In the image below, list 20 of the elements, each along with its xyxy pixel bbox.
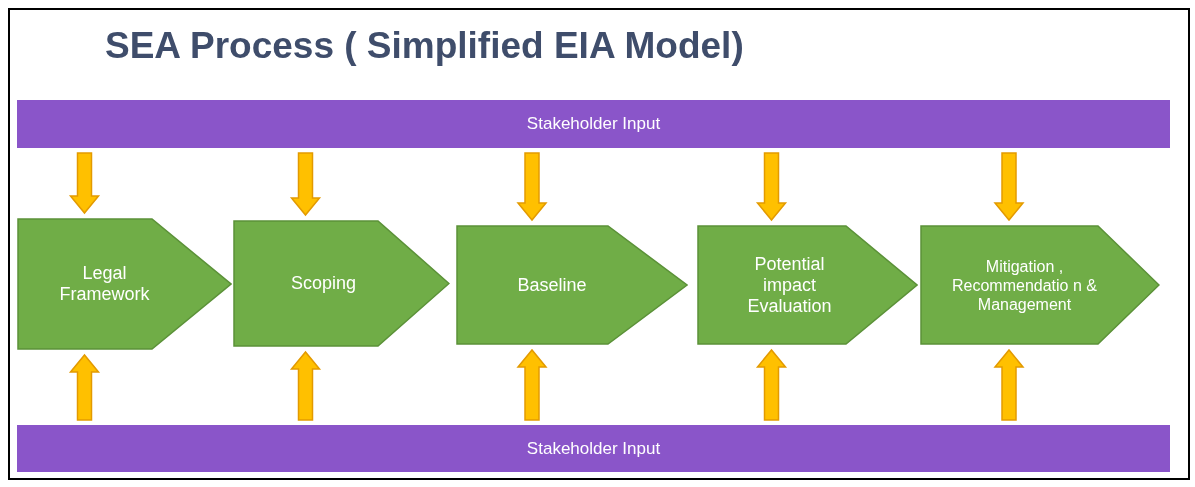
block-arrow [755, 348, 788, 421]
step-label: Mitigation , Recommendatio n & Management [951, 256, 1098, 314]
step-label: Potential impact Evaluation [746, 253, 833, 317]
block-arrow [993, 152, 1025, 222]
bar-label: Stakeholder Input [526, 113, 661, 136]
stakeholder-bar [17, 425, 1170, 472]
block-arrow [993, 348, 1025, 421]
bar-label: Stakeholder Input [526, 437, 661, 460]
block-arrow [289, 350, 322, 421]
block-arrow [289, 152, 322, 217]
step-label: Legal Framework [58, 263, 151, 305]
stakeholder-bar [17, 100, 1170, 148]
step-label: Scoping [290, 273, 357, 294]
block-arrow [755, 152, 788, 222]
title: SEA Process ( Simplified EIA Model) [105, 24, 744, 68]
block-arrow [68, 353, 101, 421]
step-label: Baseline [517, 274, 587, 296]
block-arrow [516, 348, 548, 421]
block-arrow [68, 152, 101, 215]
block-arrow [516, 152, 548, 222]
